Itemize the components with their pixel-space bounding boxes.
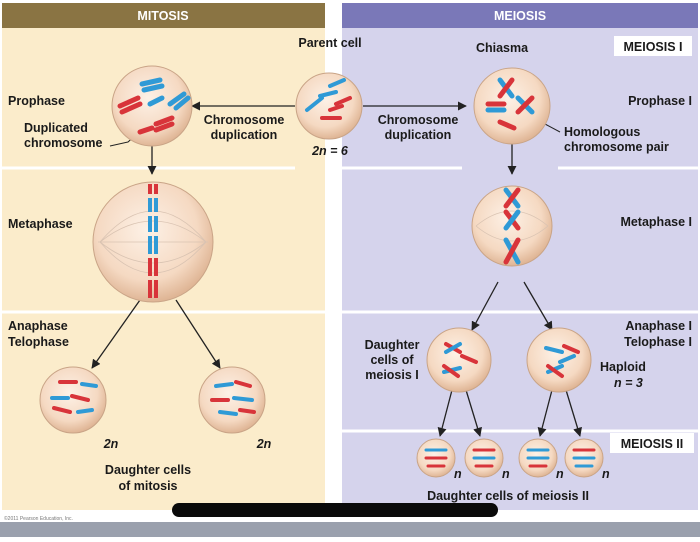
meiosis-I-label: MEIOSIS I <box>623 40 682 54</box>
chromosome-duplication-left-1: Chromosome <box>204 113 285 127</box>
anaphase-I-label-1: Anaphase I <box>625 319 692 333</box>
mitosis-title: MITOSIS <box>137 9 188 23</box>
chromosome-duplication-right-1: Chromosome <box>378 113 459 127</box>
metaphase-I-label: Metaphase I <box>620 215 692 229</box>
parent-cell <box>295 72 363 140</box>
two-n-right-label: 2n <box>256 437 272 451</box>
arrows <box>91 101 582 437</box>
chromosome-blue <box>328 78 346 88</box>
duplicated-chromosome-label-2: chromosome <box>24 136 103 150</box>
n-equals-3-label: n = 3 <box>614 376 643 390</box>
meiosis-title: MEIOSIS <box>494 9 546 23</box>
overlay-scrollbar[interactable] <box>172 503 498 517</box>
daughter-mitosis-label-2: of mitosis <box>118 479 177 493</box>
meiosis-II-label: MEIOSIS II <box>621 437 684 451</box>
meiosis-II-daughter-cell-2 <box>464 438 504 478</box>
n-label-4: n <box>602 467 610 481</box>
meiosis-metaphase-I-cell <box>471 185 553 267</box>
meiosis-header <box>342 3 698 28</box>
mitosis-metaphase-cell <box>92 181 214 303</box>
chromosome-duplication-left-2: duplication <box>211 128 278 142</box>
n-label-3: n <box>556 467 564 481</box>
meiosis-II-daughter-cell-4 <box>564 438 604 478</box>
meiosis-I-box <box>614 36 692 56</box>
homologous-label-2: chromosome pair <box>564 140 669 154</box>
copyright-text: ©2011 Pearson Education, Inc. <box>4 515 73 522</box>
duplicated-chromosome-label-1: Duplicated <box>24 121 88 135</box>
chromosome-red <box>328 104 344 112</box>
anaphase-label-2: Telophase <box>8 335 69 349</box>
meiosis-II-daughter-cell-1 <box>416 438 456 478</box>
n-label-1: n <box>454 467 462 481</box>
chromosome-red <box>334 96 352 106</box>
row-separators <box>2 166 698 433</box>
meiosis-II-box <box>610 433 694 453</box>
prophase-label: Prophase <box>8 94 65 108</box>
daughter-meiosis-I-label-3: meiosis I <box>365 368 419 382</box>
parent-cell-label: Parent cell <box>298 36 361 50</box>
bottom-bar <box>0 522 700 537</box>
metaphase-label: Metaphase <box>8 217 73 231</box>
daughter-meiosis-II-label: Daughter cells of meiosis II <box>427 489 589 503</box>
chromosome-blue <box>318 90 338 98</box>
meiosis-daughter-I-right <box>526 327 592 393</box>
mitosis-header <box>2 3 325 28</box>
anaphase-label-1: Anaphase <box>8 319 68 333</box>
mitosis-daughter-cell-right <box>198 366 266 434</box>
daughter-meiosis-I-label-2: cells of <box>370 353 414 367</box>
n-label-2: n <box>502 467 510 481</box>
chromosome-duplication-right-2: duplication <box>385 128 452 142</box>
daughter-mitosis-label-1: Daughter cells <box>105 463 191 477</box>
prophase-I-label: Prophase I <box>628 94 692 108</box>
homologous-label-1: Homologous <box>564 125 640 139</box>
two-n-left-label: 2n <box>103 437 119 451</box>
meiosis-prophase-I-cell <box>473 67 551 145</box>
chromosome-blue <box>305 96 324 112</box>
daughter-meiosis-I-label-1: Daughter <box>365 338 420 352</box>
mitosis-prophase-cell <box>111 65 193 147</box>
haploid-label: Haploid <box>600 360 646 374</box>
two-n-six-label: 2n = 6 <box>311 144 349 158</box>
anaphase-I-label-2: Telophase I <box>624 335 692 349</box>
chiasma-label: Chiasma <box>476 41 529 55</box>
meiosis-daughter-I-left <box>426 327 492 393</box>
meiosis-II-daughter-cell-3 <box>518 438 558 478</box>
mitosis-daughter-cell-left <box>39 366 107 434</box>
